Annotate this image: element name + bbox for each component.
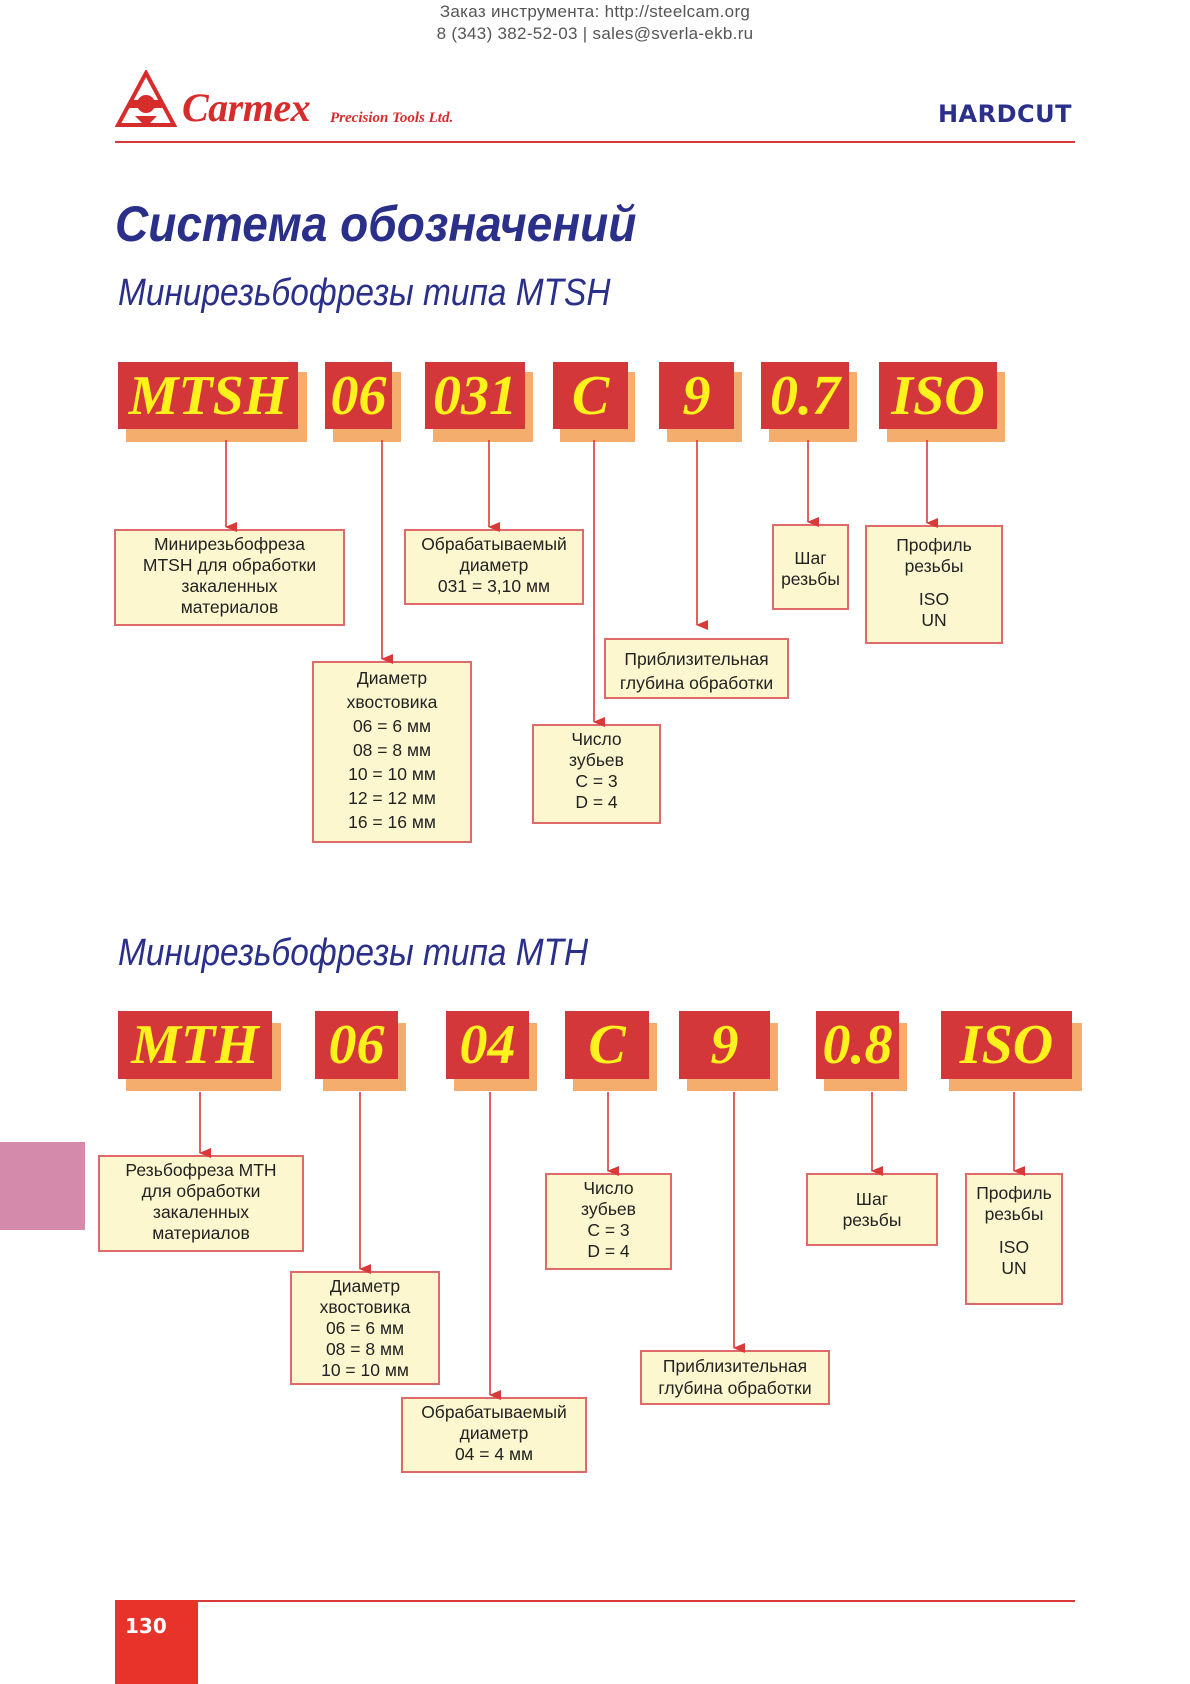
mth-code-diameter: 04 [446,1011,529,1079]
box-line: зубьев [569,750,624,770]
mtsh-code-diameter: 031 [425,362,525,429]
box-line: глубина обработки [619,673,774,693]
mtsh-teeth-box: Число зубьев C = 3 D = 4 [532,724,661,824]
box-line: хвостовика [319,1297,411,1317]
contact-line: 8 (343) 382-52-03 | sales@sverla-ekb.ru [436,24,754,43]
box-line: зубьев [581,1199,636,1219]
mtsh-code-shank: 06 [325,362,392,429]
mtsh-code-teeth: C [553,362,628,429]
mth-code-depth: 9 [679,1011,770,1079]
box-line: C = 3 [575,771,618,791]
mtsh-subtitle: Минирезьбофрезы типа MTSH [118,272,611,314]
mth-depth-box: Приблизительная глубина обработки [640,1350,830,1405]
box-line: 10 = 10 мм [348,764,436,784]
mth-profile-box: Профиль резьбы ISO UN [965,1173,1063,1305]
box-line: Диаметр [356,668,428,688]
box-line: диаметр [459,555,529,575]
box-spacer [971,1225,1057,1237]
mth-code-pitch: 0.8 [816,1011,899,1079]
header-divider [115,141,1075,143]
box-line: UN [1001,1258,1027,1278]
box-line: резьбы [984,1204,1044,1224]
mth-code-type: MTH [118,1011,272,1079]
box-line: глубина обработки [658,1378,812,1398]
mtsh-code-depth: 9 [659,362,734,429]
section-side-tab [0,1142,85,1230]
mth-code-shank: 06 [315,1011,398,1079]
box-line: C = 3 [587,1220,630,1240]
box-line: 08 = 8 мм [352,740,432,760]
mtsh-pitch-box: Шаг резьбы [772,524,849,610]
box-line: резьбы [842,1210,902,1230]
section-label: HARDCUT [937,100,1072,128]
box-line: Профиль [976,1183,1052,1203]
carmex-logo-icon [115,70,177,127]
box-line: ISO [998,1237,1030,1257]
mtsh-shank-box: Диаметр хвостовика 06 = 6 мм 08 = 8 мм 1… [312,661,472,843]
brand-subtitle: Precision Tools Ltd. [330,110,454,126]
page-number: 130 [115,1600,198,1684]
mtsh-profile-box: Профиль резьбы ISO UN [865,525,1003,644]
mtsh-depth-box: Приблизительная глубина обработки [604,638,789,699]
box-line: 12 = 12 мм [348,788,436,808]
mth-subtitle: Минирезьбофрезы типа MTH [118,932,589,974]
box-line: 06 = 6 мм [352,716,432,736]
box-line: Число [583,1178,634,1198]
mth-code-profile: ISO [941,1011,1072,1079]
box-line: 08 = 8 мм [325,1339,405,1359]
box-line: ISO [918,589,950,609]
box-line: 04 = 4 мм [454,1444,534,1464]
mth-teeth-box: Число зубьев C = 3 D = 4 [545,1173,672,1270]
box-line: для обработки [141,1181,261,1201]
box-line: Приблизительная [662,1356,808,1376]
box-line: материалов [152,1223,250,1243]
box-line: Приблизительная [624,649,769,669]
mtsh-type-box: Минирезьбофреза MTSH для обработки закал… [114,529,345,626]
box-line: MTSH для обработки [142,555,317,575]
mth-pitch-box: Шаг резьбы [806,1173,938,1246]
page-title: Система обозначений [115,196,637,252]
box-line: Число [571,729,622,749]
mth-code-teeth: C [565,1011,649,1079]
box-line: закаленных [152,1202,250,1222]
box-line: Резьбофреза MTH [125,1160,277,1180]
mtsh-diameter-box: Обрабатываемый диаметр 031 = 3,10 мм [404,529,584,605]
footer-divider [198,1600,1075,1602]
box-line: 031 = 3,10 мм [437,576,551,596]
box-line: хвостовика [346,692,438,712]
box-line: резьбы [904,556,964,576]
box-line: 16 = 16 мм [348,812,436,832]
box-line: Обрабатываемый [421,534,567,554]
mth-type-box: Резьбофреза MTH для обработки закаленных… [98,1155,304,1252]
mth-shank-box: Диаметр хвостовика 06 = 6 мм 08 = 8 мм 1… [290,1271,440,1385]
box-line: диаметр [459,1423,529,1443]
mtsh-code-pitch: 0.7 [761,362,849,429]
mtsh-code-type: MTSH [118,362,298,429]
box-line: закаленных [181,576,278,596]
brand-name: Carmex [182,85,311,130]
box-line: UN [921,610,947,630]
order-line: Заказ инструмента: http://steelcam.org [439,2,751,21]
box-line: 10 = 10 мм [321,1360,409,1380]
box-spacer [871,577,997,589]
box-line: Обрабатываемый [421,1402,567,1422]
box-line: 06 = 6 мм [325,1318,405,1338]
box-line: D = 4 [587,1241,630,1261]
box-line: Минирезьбофреза [153,534,305,554]
box-line: Шаг [855,1189,889,1209]
box-line: Профиль [896,535,972,555]
box-line: Шаг [794,548,827,568]
box-line: D = 4 [575,792,618,812]
box-line: материалов [180,597,279,617]
mth-diameter-box: Обрабатываемый диаметр 04 = 4 мм [401,1397,587,1473]
box-line: резьбы [781,569,840,589]
box-line: Диаметр [329,1276,401,1296]
mtsh-code-profile: ISO [879,362,997,429]
